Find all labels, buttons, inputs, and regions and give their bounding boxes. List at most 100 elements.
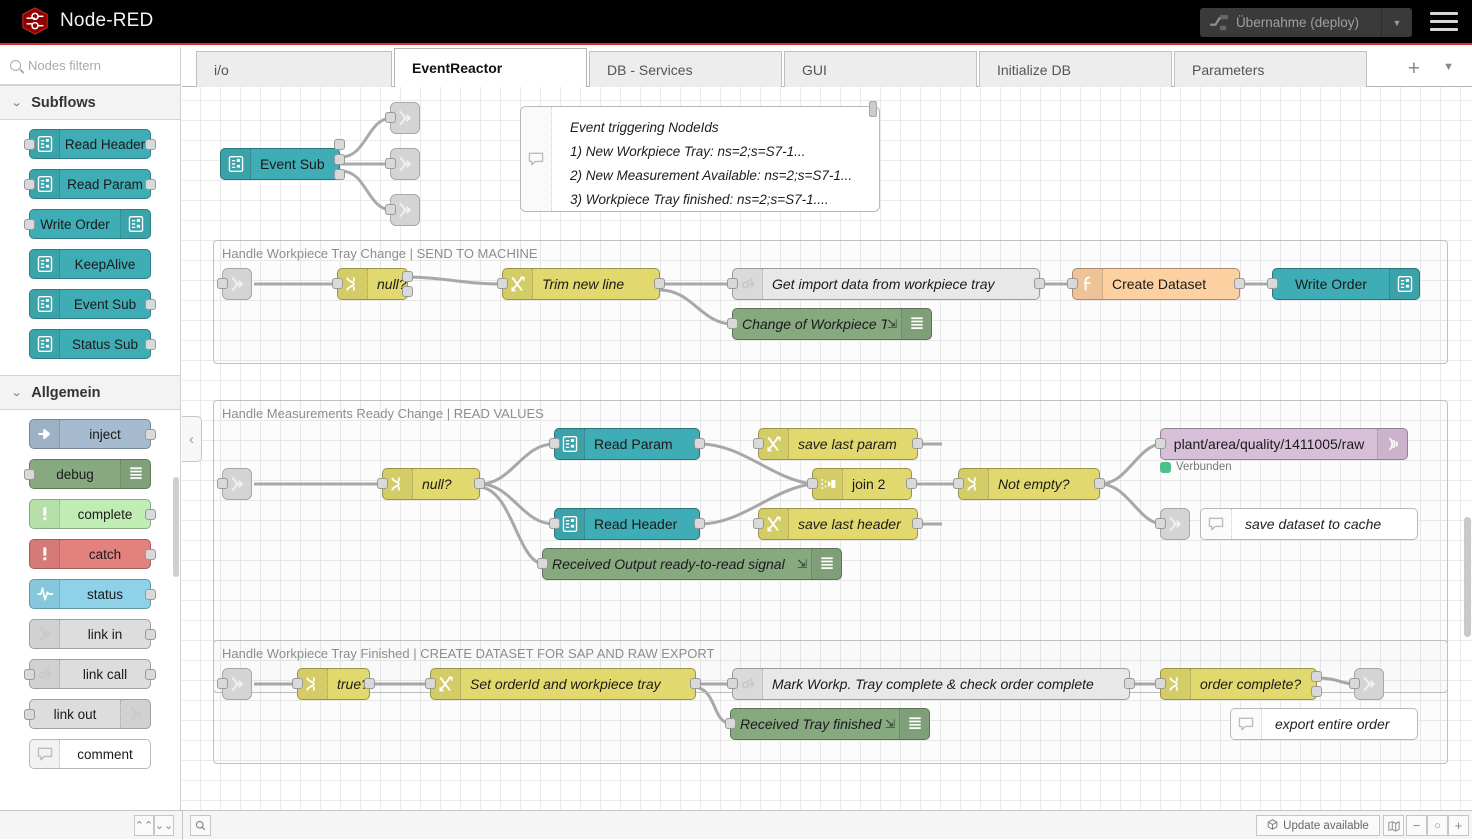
link-out-node-g2[interactable] bbox=[1160, 508, 1190, 540]
input-port[interactable] bbox=[24, 139, 35, 150]
flow-group-2[interactable]: Handle Workpiece Tray Finished | CREATE … bbox=[213, 640, 1448, 764]
input-port[interactable] bbox=[549, 518, 560, 529]
input-port[interactable] bbox=[549, 438, 560, 449]
canvas-vertical-scrollbar[interactable] bbox=[1464, 517, 1471, 637]
tab-i-o[interactable]: i/o bbox=[196, 51, 392, 87]
output-port[interactable] bbox=[145, 669, 156, 680]
output-port[interactable] bbox=[145, 179, 156, 190]
tab-db-services[interactable]: DB - Services bbox=[589, 51, 782, 87]
link-in-node-g3[interactable] bbox=[222, 668, 252, 700]
palette-node-status-sub[interactable]: Status Sub bbox=[29, 329, 151, 359]
deploy-button[interactable]: Übernahme (deploy) ▼ bbox=[1200, 8, 1412, 37]
output-port[interactable] bbox=[1094, 478, 1105, 489]
output-port[interactable] bbox=[906, 478, 917, 489]
output-port[interactable] bbox=[145, 589, 156, 600]
palette-node-link-call[interactable]: link call bbox=[29, 659, 151, 689]
output-port[interactable] bbox=[145, 549, 156, 560]
node-create-dataset[interactable]: Create Dataset bbox=[1072, 268, 1240, 300]
circle-icon[interactable]: ○ bbox=[1427, 815, 1448, 836]
palette-node-catch[interactable]: catch bbox=[29, 539, 151, 569]
input-port[interactable] bbox=[753, 518, 764, 529]
chevrons-down-icon[interactable]: ⌄⌄ bbox=[154, 815, 174, 836]
output-port[interactable] bbox=[694, 438, 705, 449]
input-port[interactable] bbox=[24, 469, 35, 480]
link-in-node-g1[interactable] bbox=[222, 268, 252, 300]
tab-eventreactor[interactable]: EventReactor bbox=[394, 48, 587, 87]
chevron-down-icon[interactable]: ▼ bbox=[1382, 18, 1412, 28]
node-get-import-data-from-workpiece-tray[interactable]: Get import data from workpiece tray bbox=[732, 268, 1040, 300]
plus-icon[interactable]: + bbox=[1408, 57, 1420, 81]
palette-collapse-handle[interactable]: ‹ bbox=[182, 416, 202, 462]
output-port[interactable] bbox=[402, 271, 413, 282]
node-save-last-param[interactable]: save last param bbox=[758, 428, 918, 460]
input-port[interactable] bbox=[727, 318, 738, 329]
output-port[interactable] bbox=[145, 299, 156, 310]
tab-parameters[interactable]: Parameters bbox=[1174, 51, 1367, 87]
node-read-header[interactable]: Read Header bbox=[554, 508, 700, 540]
input-port[interactable] bbox=[953, 478, 964, 489]
palette-node-read-header[interactable]: Read Header bbox=[29, 129, 151, 159]
node-received-output-ready-to-read-signal[interactable]: Received Output ready-to-read signal ⇲ bbox=[542, 548, 842, 580]
output-port[interactable] bbox=[334, 154, 345, 165]
palette-search-input[interactable]: Nodes filtern bbox=[0, 47, 180, 85]
minus-icon[interactable]: − bbox=[1406, 815, 1427, 836]
input-port[interactable] bbox=[1267, 278, 1278, 289]
output-port[interactable] bbox=[145, 139, 156, 150]
palette-node-event-sub[interactable]: Event Sub bbox=[29, 289, 151, 319]
tab-gui[interactable]: GUI bbox=[784, 51, 977, 87]
input-port[interactable] bbox=[807, 478, 818, 489]
input-port[interactable] bbox=[727, 678, 738, 689]
palette-node-inject[interactable]: inject bbox=[29, 419, 151, 449]
output-port[interactable] bbox=[690, 678, 701, 689]
palette-node-complete[interactable]: complete bbox=[29, 499, 151, 529]
output-port[interactable] bbox=[145, 509, 156, 520]
node-received-tray-finished-signal[interactable]: Received Tray finished signal ⇲ bbox=[730, 708, 930, 740]
node-join-2[interactable]: join 2 bbox=[812, 468, 912, 500]
palette-node-link-in[interactable]: link in bbox=[29, 619, 151, 649]
input-port[interactable] bbox=[1155, 438, 1166, 449]
palette-node-status[interactable]: status bbox=[29, 579, 151, 609]
tab-initialize-db[interactable]: Initialize DB bbox=[979, 51, 1172, 87]
output-port[interactable] bbox=[1034, 278, 1045, 289]
output-port[interactable] bbox=[1234, 278, 1245, 289]
output-port[interactable] bbox=[1311, 671, 1322, 682]
output-port[interactable] bbox=[912, 518, 923, 529]
node-order-complete-[interactable]: order complete? bbox=[1160, 668, 1317, 700]
input-port[interactable] bbox=[385, 204, 396, 215]
node-not-empty-[interactable]: Not empty? bbox=[958, 468, 1100, 500]
input-port[interactable] bbox=[1349, 678, 1360, 689]
palette-node-read-param[interactable]: Read Param bbox=[29, 169, 151, 199]
input-port[interactable] bbox=[332, 278, 343, 289]
output-port[interactable] bbox=[912, 438, 923, 449]
input-port[interactable] bbox=[377, 478, 388, 489]
output-port[interactable] bbox=[364, 678, 375, 689]
node-true-[interactable]: true? bbox=[297, 668, 370, 700]
node-mark-workp-tray-complete-check-order-compl[interactable]: Mark Workp. Tray complete & check order … bbox=[732, 668, 1130, 700]
output-port[interactable] bbox=[334, 139, 345, 150]
node-set-orderid-and-workpiece-tray[interactable]: Set orderId and workpiece tray bbox=[430, 668, 696, 700]
input-port[interactable] bbox=[24, 709, 35, 720]
output-port[interactable] bbox=[145, 429, 156, 440]
input-port[interactable] bbox=[385, 158, 396, 169]
output-port[interactable] bbox=[1124, 678, 1135, 689]
node-read-param[interactable]: Read Param bbox=[554, 428, 700, 460]
input-port[interactable] bbox=[725, 718, 736, 729]
resize-handle[interactable] bbox=[869, 101, 877, 117]
input-port[interactable] bbox=[727, 278, 738, 289]
input-port[interactable] bbox=[497, 278, 508, 289]
output-port[interactable] bbox=[402, 286, 413, 297]
input-port[interactable] bbox=[385, 112, 396, 123]
input-port[interactable] bbox=[1155, 678, 1166, 689]
input-port[interactable] bbox=[1155, 518, 1166, 529]
node-null-[interactable]: null? bbox=[337, 268, 408, 300]
palette-category-allgemein[interactable]: ⌄Allgemein bbox=[0, 375, 180, 410]
comment-export-entire-order[interactable]: export entire order bbox=[1230, 708, 1418, 740]
link-in-node-g2[interactable] bbox=[222, 468, 252, 500]
node-trim-new-line[interactable]: Trim new line bbox=[502, 268, 660, 300]
palette-node-comment[interactable]: comment bbox=[29, 739, 151, 769]
output-port[interactable] bbox=[145, 629, 156, 640]
plus-icon[interactable]: + bbox=[1448, 815, 1469, 836]
node-event-sub[interactable]: Event Sub bbox=[220, 148, 340, 180]
palette-scrollbar[interactable] bbox=[173, 477, 179, 577]
input-port[interactable] bbox=[753, 438, 764, 449]
